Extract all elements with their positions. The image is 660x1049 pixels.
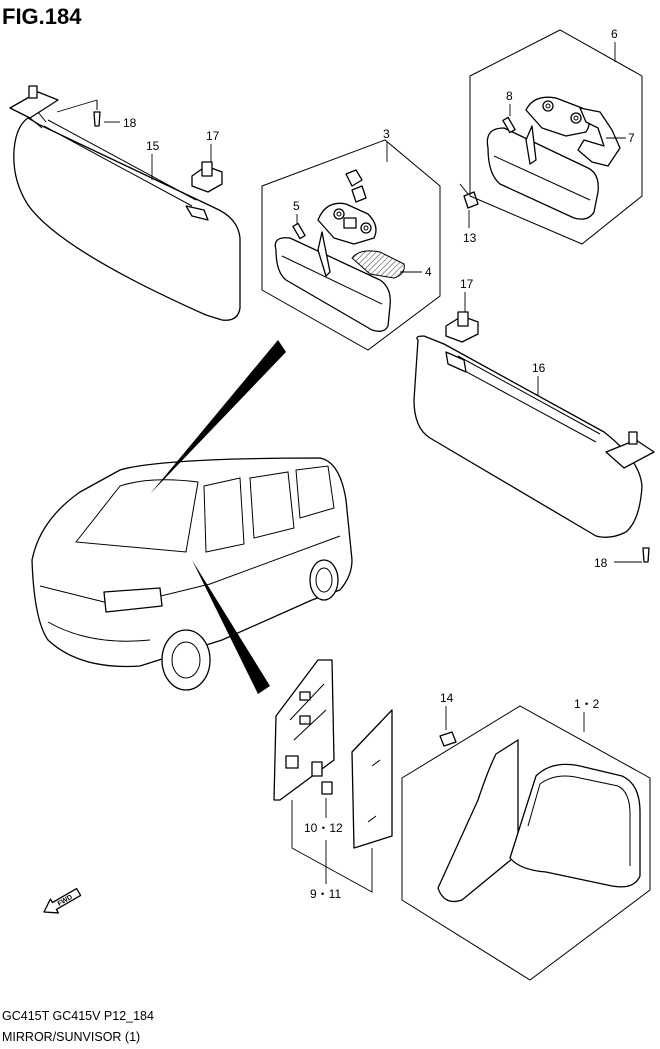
callout-14: 14 bbox=[440, 691, 454, 705]
inner-mirror-box-6 bbox=[469, 29, 643, 245]
callout-6: 6 bbox=[611, 27, 618, 41]
door-mirror-box bbox=[401, 705, 651, 981]
callout-13: 13 bbox=[463, 231, 477, 245]
fwd-label: FWD bbox=[57, 894, 74, 908]
callout-10-12: 10・12 bbox=[304, 821, 343, 835]
screw-18-top bbox=[93, 100, 101, 127]
callout-18-bottom: 18 bbox=[594, 556, 608, 570]
callout-16: 16 bbox=[532, 361, 546, 375]
fwd-arrow-icon: FWD bbox=[43, 887, 82, 914]
sunvisor-right bbox=[413, 335, 655, 538]
callout-9-11: 9・11 bbox=[310, 887, 341, 901]
mirror-cover bbox=[351, 709, 393, 849]
sunvisor-left bbox=[9, 85, 241, 321]
callout-7: 7 bbox=[628, 131, 635, 145]
callout-15: 15 bbox=[146, 139, 160, 153]
footer-model: GC415T GC415V P12_184 bbox=[2, 1009, 154, 1023]
clip-13 bbox=[459, 183, 479, 209]
footer-section: MIRROR/SUNVISOR (1) bbox=[2, 1030, 140, 1044]
callout-4: 4 bbox=[425, 265, 432, 279]
callout-18-top: 18 bbox=[123, 116, 137, 130]
mirror-bracket bbox=[273, 659, 335, 801]
clip-17-right bbox=[445, 311, 479, 343]
figure-title: FIG.184 bbox=[2, 4, 82, 29]
pointer-to-door-mirror bbox=[192, 560, 270, 694]
callout-3: 3 bbox=[383, 127, 390, 141]
callout-1-2: 1・2 bbox=[574, 697, 600, 711]
inner-mirror-box-3 bbox=[261, 139, 441, 351]
van-illustration bbox=[31, 457, 353, 691]
callout-17-left: 17 bbox=[206, 129, 220, 143]
callout-8: 8 bbox=[506, 89, 513, 103]
clip-17-left bbox=[191, 161, 223, 193]
callout-5: 5 bbox=[293, 199, 300, 213]
screw-18-bottom bbox=[642, 547, 650, 563]
callout-17-right: 17 bbox=[460, 277, 474, 291]
nut-10-12 bbox=[321, 781, 333, 795]
pointer-to-visor bbox=[150, 340, 286, 494]
